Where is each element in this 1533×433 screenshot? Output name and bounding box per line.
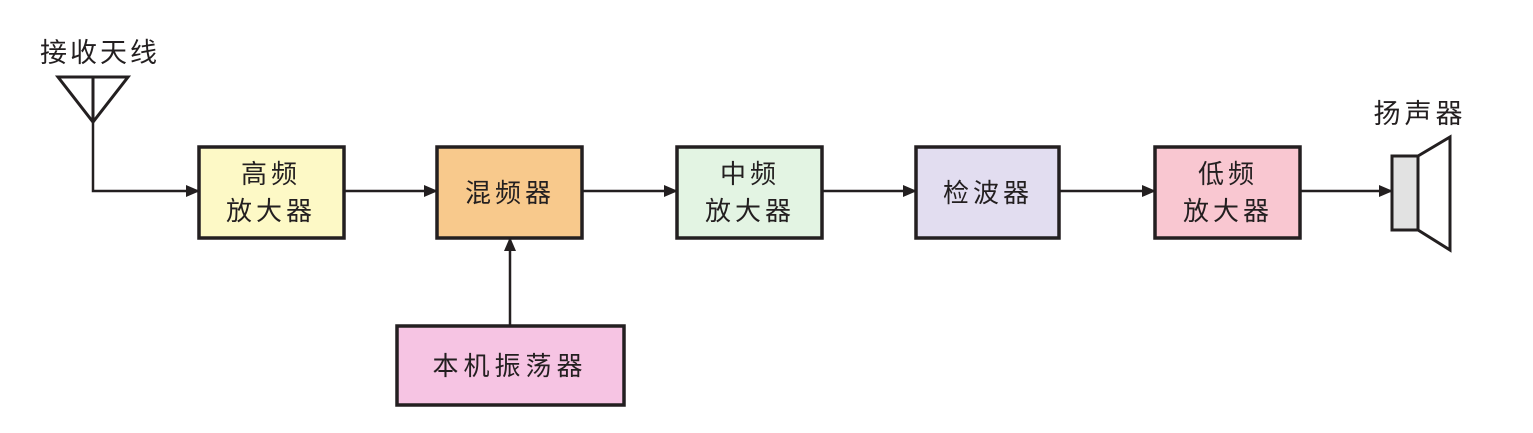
mixer-block: 混频器	[435, 145, 584, 240]
if-amplifier-label-line2: 放大器	[705, 197, 795, 227]
rf-amplifier-label-line2: 放大器	[226, 197, 316, 227]
speaker-icon	[1390, 134, 1452, 253]
antenna-wire	[91, 122, 200, 197]
detector-block: 检波器	[914, 145, 1061, 240]
local-oscillator-label: 本机振荡器	[432, 352, 587, 382]
rf-amplifier-box	[197, 145, 346, 240]
mixer-box	[435, 145, 584, 240]
rf-amplifier-label-line1: 高频	[241, 160, 301, 190]
if-amplifier-block: 中频 放大器	[675, 145, 824, 240]
detector-label: 检波器	[943, 179, 1033, 209]
if-amplifier-label-line1: 中频	[720, 160, 780, 190]
local-oscillator-box	[395, 324, 626, 407]
detector-box	[914, 145, 1061, 240]
if-amplifier-box	[675, 145, 824, 240]
af-amplifier-box	[1153, 145, 1302, 240]
mixer-label: 混频器	[465, 179, 555, 209]
antenna-label: 接收天线	[40, 38, 160, 69]
af-amplifier-block: 低频 放大器	[1153, 145, 1302, 240]
antenna-icon	[54, 75, 132, 125]
af-amplifier-label-line1: 低频	[1198, 160, 1258, 190]
speaker-label: 扬声器	[1374, 99, 1467, 130]
rf-amplifier-block: 高频 放大器	[197, 145, 346, 240]
local-oscillator-block: 本机振荡器	[395, 324, 626, 407]
af-amplifier-label-line2: 放大器	[1183, 197, 1273, 227]
